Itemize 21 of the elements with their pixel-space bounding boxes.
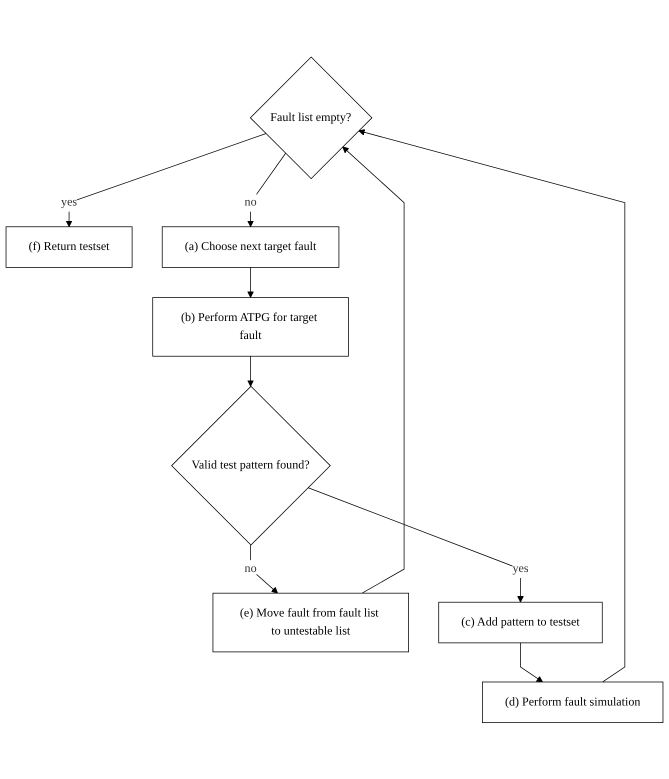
edge-label: no xyxy=(244,196,257,208)
arrow xyxy=(247,152,286,227)
node-box: (a) Choose next target fault xyxy=(162,226,340,268)
node-box: (d) Perform fault simulation xyxy=(482,681,664,723)
edge-label: yes xyxy=(512,562,529,575)
arrow xyxy=(247,266,254,298)
arrow xyxy=(342,146,404,594)
arrow xyxy=(66,132,266,227)
node-box: (c) Add pattern to testset xyxy=(438,602,603,643)
node-box: (e) Move fault from fault list to untestable list xyxy=(212,592,409,652)
arrow xyxy=(358,128,626,682)
node-box: (f) Return testset xyxy=(6,226,132,268)
arrow xyxy=(308,486,524,602)
node-diamond: Valid test pattern found? xyxy=(171,385,331,546)
arrow xyxy=(247,356,254,386)
edge-label: yes xyxy=(61,196,78,208)
node-diamond: Fault list empty? xyxy=(250,56,372,179)
node-box: (b) Perform ATPG for target fault xyxy=(152,296,349,356)
arrow xyxy=(520,642,543,682)
arrow xyxy=(250,544,278,594)
edge-label: no xyxy=(244,562,257,575)
